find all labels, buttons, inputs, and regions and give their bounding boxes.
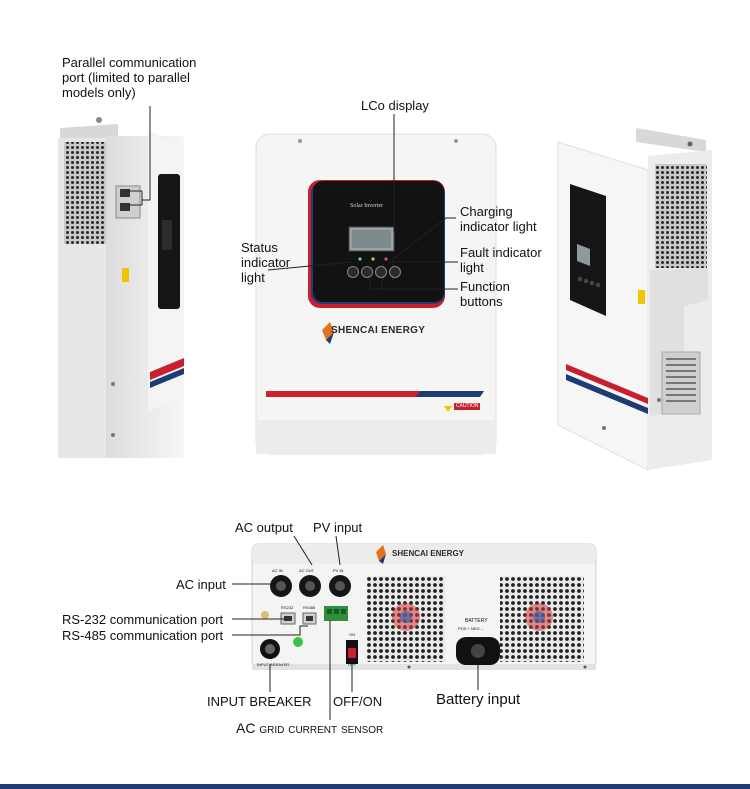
panel-input-breaker: INPUT BREAKER [257,662,290,667]
grid-current-sensor-label: AC grid current sensor [236,720,384,736]
callout-function [369,278,458,290]
bottom-panel-unit [251,543,597,670]
front-unit [255,133,497,455]
lcd-display-label: LCo display [361,98,429,113]
panel-ac-in: AC IN [272,568,283,573]
off-on-label: OFF/ON [333,694,383,709]
panel-pv-in: PV IN [333,568,344,573]
left-side-unit [58,117,184,458]
bottom-brand-text: SHENCAI ENERGY [392,549,465,558]
right-angled-unit [557,128,712,471]
callout-rs485 [232,625,308,636]
ac-input-label: AC input [176,577,226,592]
callout-status [267,261,353,271]
fault-indicator-label: Fault indicator light [460,245,542,275]
battery-input-label: Battery input [436,691,521,708]
panel-rs485: RS485 [303,605,316,610]
rs485-label: RS-485 communication port [62,628,224,643]
panel-off: OFF [348,662,356,667]
callout-ac-output [293,535,313,566]
panel-pos-neg: POS + NEG – [458,626,484,631]
panel-rs232: RS232 [281,605,294,610]
callout-charging [391,217,456,261]
bottom-rule [0,784,750,789]
screen-title: Solar Inverter [350,203,384,209]
status-indicator-label: Status indicator light [241,240,291,285]
pv-input-label: PV input [313,520,363,535]
function-buttons-label: Function buttons [460,279,510,309]
panel-on: ON [349,632,355,637]
input-breaker-label: INPUT BREAKER [207,694,312,709]
callout-lines [126,106,479,720]
caution-label: CAUTION [456,403,479,409]
rs232-label: RS-232 communication port [62,612,224,627]
charging-indicator-label: Charging indicator light [460,204,537,234]
panel-ac-out: AC OUT [299,568,315,573]
panel-battery: BATTERY [465,618,488,624]
callout-pv-input [335,535,341,566]
ac-output-label: AC output [235,520,293,535]
front-brand-text: SHENCAI ENERGY [331,325,426,336]
parallel-port-label: Parallel communication port (limited to … [62,55,197,100]
